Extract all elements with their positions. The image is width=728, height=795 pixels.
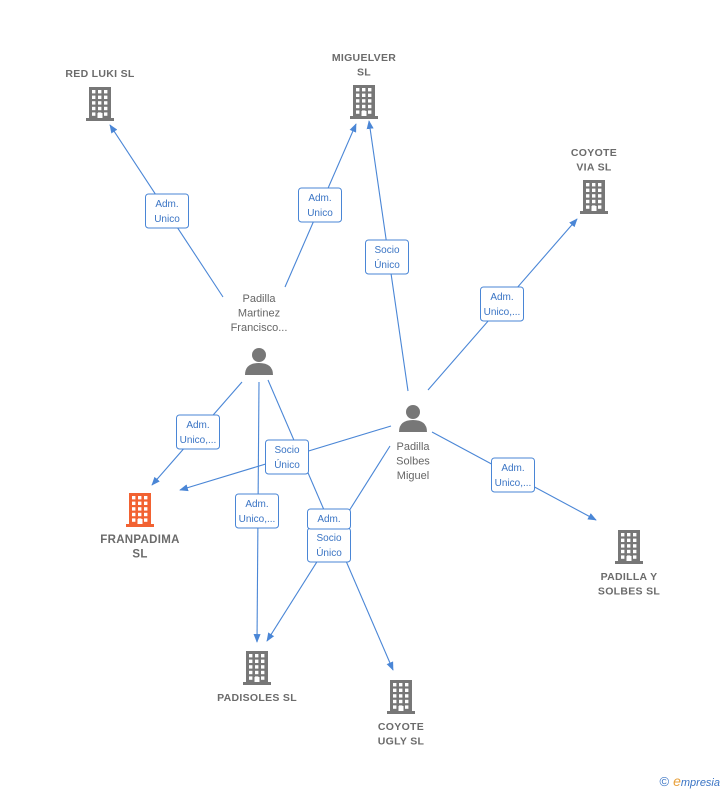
edge-label-box: [491, 457, 535, 493]
node-label: Padilla: [242, 293, 276, 305]
person-icon: [399, 405, 427, 432]
node-label: Martinez: [238, 308, 280, 320]
edge-label-padillafr-miguelver[interactable]: Adm. Unico: [298, 187, 342, 223]
edge-label-text: Socio: [274, 445, 299, 456]
edge-label-text: Adm.: [245, 499, 268, 510]
node-label: COYOTE: [378, 721, 424, 733]
edge-label-text: Unico: [307, 208, 333, 219]
node-label: PADILLA Y: [601, 571, 658, 583]
building-icon: [86, 87, 114, 121]
node-label: VIA SL: [576, 162, 612, 174]
edge-label-box: [145, 193, 189, 229]
edge-label-text: Unico,...: [484, 307, 521, 318]
node-padisoles[interactable]: PADISOLES SL: [217, 651, 297, 704]
edge-label-text: Adm.: [501, 463, 524, 474]
edge-label-padillasm-coyotevia[interactable]: Adm. Unico,...: [480, 286, 524, 322]
edge-label-text: Adm.: [186, 420, 209, 431]
node-coyoteugly[interactable]: COYOTE UGLY SL: [378, 680, 425, 748]
node-label: Miguel: [397, 470, 429, 482]
node-label: RED LUKI SL: [65, 68, 135, 80]
edge-label-text: Único: [274, 458, 300, 471]
node-label: MIGUELVER: [332, 52, 396, 64]
edge-label-box: [307, 508, 351, 530]
edge-label-text: Socio: [316, 533, 341, 544]
edge-label-text: Adm.: [155, 199, 178, 210]
edge-label-text: Adm.: [317, 514, 340, 525]
edge-label-box: [298, 187, 342, 223]
node-coyotevia[interactable]: COYOTE VIA SL: [571, 147, 617, 214]
node-label: Padilla: [396, 441, 430, 453]
edge-label-padillafr-franpadima[interactable]: Adm. Unico,...: [176, 414, 220, 450]
edge-label-text: Unico,...: [239, 514, 276, 525]
edge-label-box: [176, 414, 220, 450]
edge-label-box: [235, 493, 279, 529]
node-padillafr[interactable]: PadillaMartinezFrancisco...: [231, 293, 288, 375]
edge-label-box: [365, 239, 409, 275]
node-label: FRANPADIMA: [100, 534, 179, 546]
building-icon: [387, 680, 415, 714]
brand-initial: e: [673, 773, 681, 789]
node-miguelver[interactable]: MIGUELVER SL: [332, 52, 396, 119]
node-label: Francisco...: [231, 322, 288, 334]
person-icon: [245, 348, 273, 375]
edge-label-box: [265, 439, 309, 475]
building-icon: [580, 180, 608, 214]
node-franpadima[interactable]: FRANPADIMA SL: [100, 493, 179, 561]
building-icon: [126, 493, 154, 527]
node-redluki[interactable]: RED LUKI SL: [65, 68, 135, 121]
edge-label-text: Socio: [374, 245, 399, 256]
edge-label-text: Unico,...: [180, 435, 217, 446]
edge-label-padillafr-redluki[interactable]: Adm. Unico: [145, 193, 189, 229]
edge-label-text: Adm.: [490, 292, 513, 303]
node-label: SL: [357, 67, 371, 79]
copyright-symbol: ©: [659, 774, 670, 789]
edge-label-text: Único: [316, 546, 342, 559]
edge-label-text: Unico: [154, 214, 180, 225]
node-label: UGLY SL: [378, 736, 425, 748]
node-label: SOLBES SL: [598, 586, 660, 598]
building-icon: [615, 530, 643, 564]
node-padillays[interactable]: PADILLA Y SOLBES SL: [598, 530, 660, 598]
edge-label-text: Unico,...: [495, 478, 532, 489]
edge-label-text: Adm.: [308, 193, 331, 204]
node-label: COYOTE: [571, 147, 617, 159]
edge-label-padillafr-padisoles[interactable]: Adm. Unico,...: [235, 493, 279, 529]
footer-brand: ©empresia: [659, 773, 720, 789]
edge-label-text: Único: [374, 258, 400, 271]
brand-name: mpresia: [680, 777, 720, 789]
node-label: Solbes: [396, 456, 430, 468]
building-icon: [243, 651, 271, 685]
edge-label-padillafr-coyoteugly[interactable]: Adm.: [307, 508, 351, 530]
building-icon: [350, 85, 378, 119]
node-label: SL: [132, 549, 147, 561]
node-label: PADISOLES SL: [217, 692, 297, 704]
edge-label-box: [480, 286, 524, 322]
edge-label-padillasm-padillays[interactable]: Adm. Unico,...: [491, 457, 535, 493]
